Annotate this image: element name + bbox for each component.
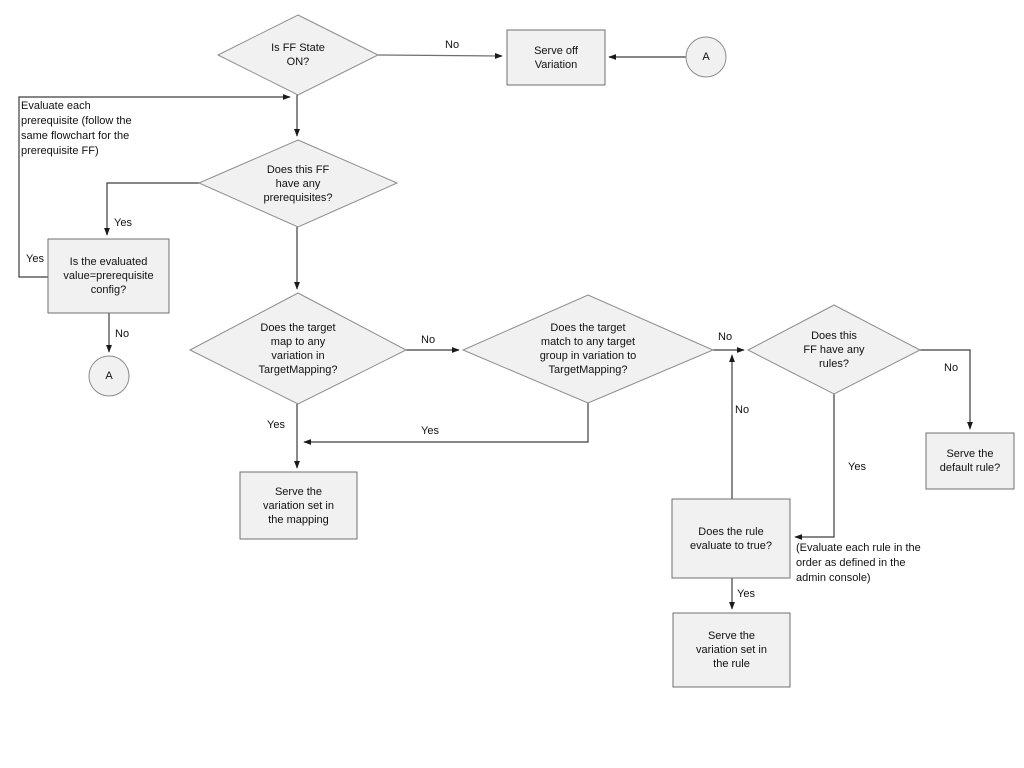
edge-label-rule-eval-yes: Yes	[737, 588, 755, 600]
edge-prereqconfig-loop-back	[18, 94, 291, 278]
edge-label-rule-eval-no: No	[735, 404, 750, 416]
process-serve-variation-in-rule	[672, 612, 791, 688]
connector-a-left	[88, 355, 130, 397]
process-serve-default-rule	[925, 432, 1015, 490]
process-rule-evaluates-true	[671, 498, 791, 579]
edge-group-yes-merge	[303, 403, 589, 445]
process-serve-variation-in-mapping	[239, 471, 358, 540]
edge-label-mapping-yes: Yes	[267, 419, 285, 431]
edge-label-mapping-no: No	[421, 334, 436, 346]
annotation-rule-order-note: (Evaluate each rule in the order as defi…	[796, 542, 921, 584]
decision-is-ff-state-on	[216, 14, 380, 96]
connector-a-top	[685, 36, 727, 78]
process-value-eq-prereq-config	[47, 238, 170, 314]
decision-has-prerequisites	[197, 139, 399, 228]
edge-ffstate-to-serveoff	[377, 52, 503, 59]
edge-label-group-yes: Yes	[421, 425, 439, 437]
edge-label-rules-yes: Yes	[848, 461, 866, 473]
edge-rules-yes-to-ruleeval	[794, 394, 835, 540]
edge-label-loop-yes: Yes	[26, 253, 44, 265]
edge-label-group-no: No	[718, 331, 733, 343]
decision-has-rules	[746, 304, 922, 395]
edge-prereq-decision-yes	[104, 182, 200, 236]
edge-label-prereq-yes: Yes	[114, 217, 132, 229]
edge-label-ff-off-no: No	[445, 39, 460, 51]
process-serve-off-variation	[506, 29, 606, 86]
annotation-prerequisite-note: Evaluate each prerequisite (follow the s…	[21, 100, 132, 157]
edge-rules-no-to-defaultrule	[920, 349, 973, 430]
edge-label-prereq-no: No	[115, 328, 130, 340]
decision-target-matches-target-group	[461, 294, 715, 404]
decision-target-maps-to-variation	[188, 292, 408, 405]
edge-label-rules-no: No	[944, 362, 959, 374]
